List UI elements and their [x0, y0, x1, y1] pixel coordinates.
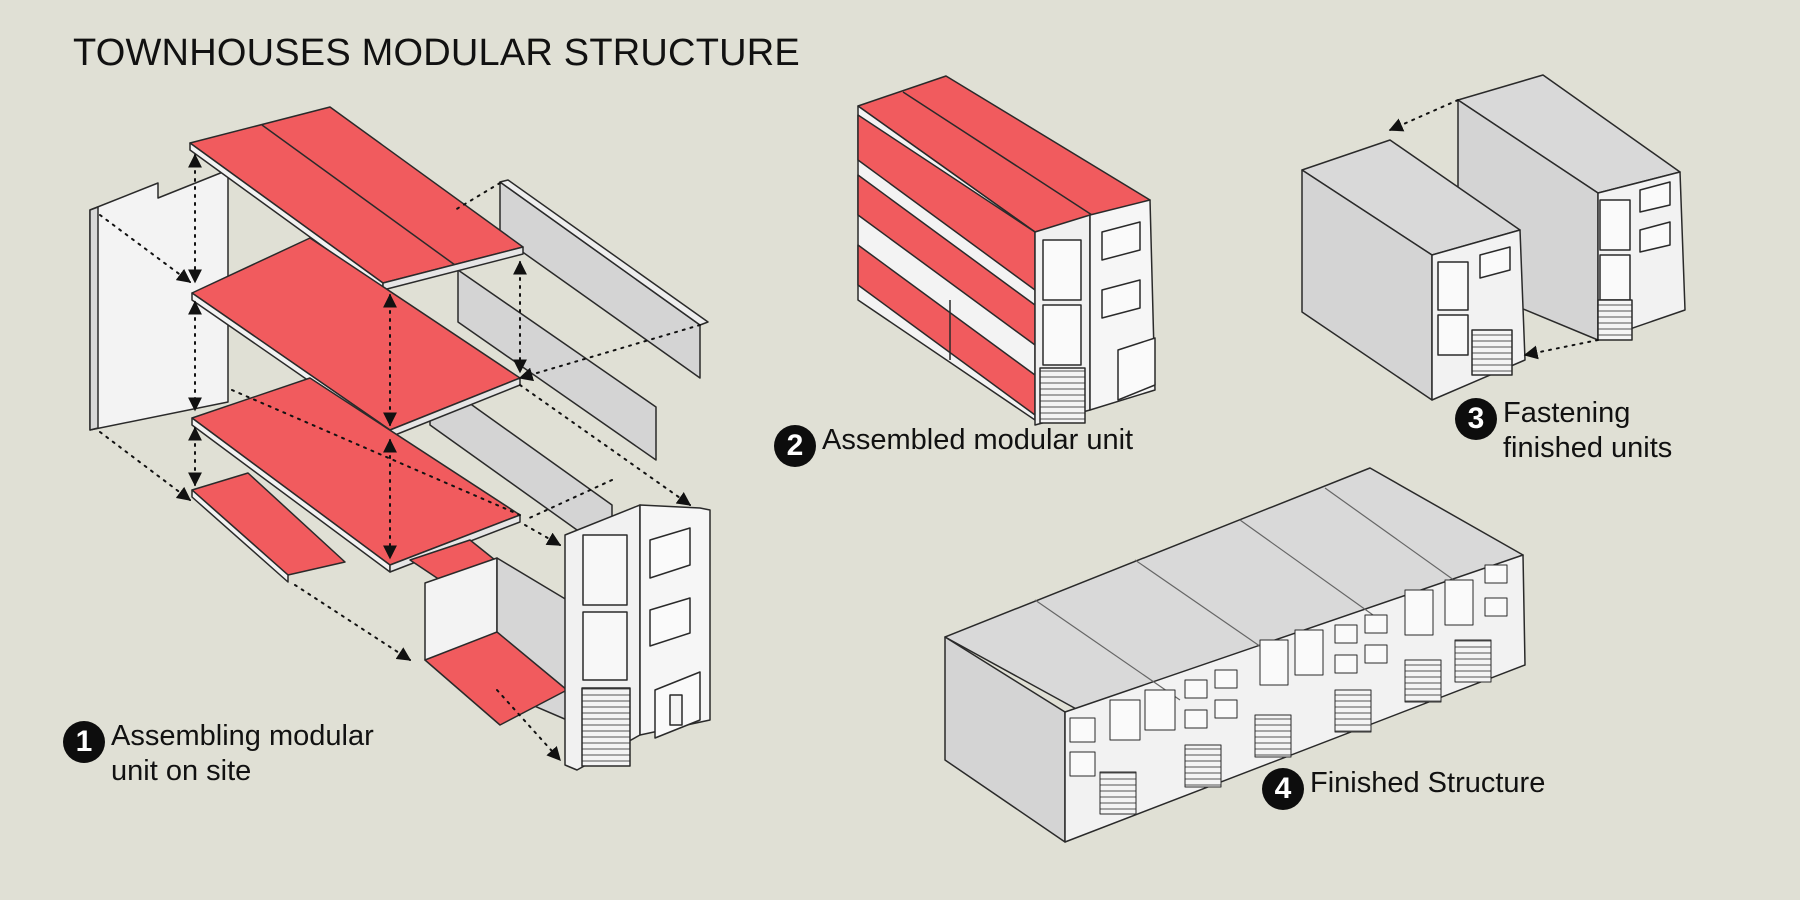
step-3-text: Fastening finished units	[1503, 396, 1672, 466]
step-3-line-2: finished units	[1503, 432, 1673, 464]
exploded-assembly	[89, 106, 711, 771]
step-3-label: 3 Fastening finished units	[1455, 396, 1672, 466]
step-1-label: 1 Assembling modular unit on site	[63, 719, 374, 789]
step-1-text: Assembling modular unit on site	[111, 719, 374, 789]
step-1-line-2: unit on site	[111, 755, 252, 787]
step-2-badge: 2	[774, 425, 816, 467]
step-3-badge: 3	[1455, 398, 1497, 440]
fastening-units	[1301, 74, 1686, 401]
assembled-unit	[857, 75, 1156, 426]
step-4-label: 4 Finished Structure	[1262, 766, 1545, 810]
back-wall-panel-mid	[457, 269, 657, 461]
step-1-badge: 1	[63, 721, 105, 763]
finished-structure	[944, 467, 1526, 843]
step-2-label: 2 Assembled modular unit	[774, 423, 1133, 467]
assembly-arrows	[99, 153, 701, 762]
step-1-line-1: Assembling modular	[111, 720, 374, 752]
roof-panel	[189, 106, 524, 284]
step-4-badge: 4	[1262, 768, 1304, 810]
diagram-title: TOWNHOUSES MODULAR STRUCTURE	[73, 32, 800, 74]
step-3-line-1: Fastening	[1503, 397, 1631, 429]
step-4-text: Finished Structure	[1310, 767, 1546, 799]
step-2-text: Assembled modular unit	[822, 424, 1134, 456]
